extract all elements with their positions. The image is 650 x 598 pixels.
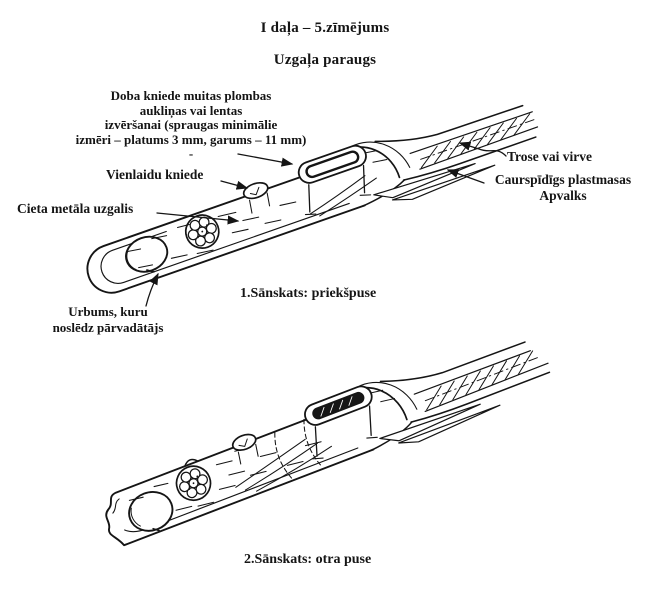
tube-cut-inner-wave [112,498,120,514]
label-drill-hole: Urbums, kuru noslēdz pārvadātājs [52,304,164,335]
plastic-sheath-dome-inner [351,141,411,168]
solid-rivet-shaft [249,192,271,214]
solid-rivet-mark [249,186,260,196]
label-metal-tip: Cieta metāla uzgalis [17,201,134,216]
leader-rope [458,141,507,157]
caption-view1: 1.Sānskats: priekšpuse [240,286,377,301]
leader-hollow-rivet [237,153,294,167]
tube-surface-texture [126,201,297,269]
hollow-rivet-slot-opening [305,150,360,179]
transverse-band-arcs [274,418,323,480]
rope-swirl-lines [235,438,332,492]
tube-inner-wall [100,202,350,284]
solid-rivet-mark [238,438,248,447]
slot-seal-hatch [320,396,353,417]
frayed-strand-wedges [373,162,496,201]
label-hollow-rivet: Doba kniede muitas plombas aukliņas vai … [75,88,307,162]
view2-drawing [105,341,551,547]
sheath-top-line [379,341,526,383]
page-subtitle: Uzgaļa paraugs [273,52,377,68]
wire-strands [179,468,209,499]
wire-strands [187,216,217,247]
rope-axis-dashdot [424,356,540,402]
frayed-strand-wedges [379,403,501,444]
leader-solid-rivet [220,180,249,190]
sheath-top-line [374,104,524,143]
page-title: I daļa – 5.zīmējums [260,20,390,36]
leader-plastic-sheath [446,169,485,184]
tube-surface-texture [128,441,322,511]
label-solid-rivet: Vienlaidu kniede [106,167,204,182]
sheath-bottom-line [410,371,551,423]
rope-top-line [409,111,533,155]
rope-bottom-line [424,362,549,413]
sheath-bottom-line [402,136,537,181]
label-plastic-sheath: Caurspīdīgs plastmasas Apvalks [494,172,632,203]
drill-hole-tick [152,527,160,532]
leader-lines [145,141,507,307]
rope-bottom-line [419,126,539,170]
drill-hole [128,491,174,532]
plastic-sheath-dome-inner [356,381,418,410]
tube-edge-bump [184,458,199,467]
rope-curve-hatching [309,175,377,217]
rope-twist-hatching [426,350,534,411]
drill-hole-plug-tick [146,269,155,273]
solid-rivet [242,181,269,200]
view1-drawing [86,104,539,294]
drill-hole [125,235,169,273]
solid-rivet [231,433,257,451]
leader-drill-hole [145,272,159,307]
drill-hole-depth-arc [130,507,141,527]
rope-axis-dashdot [420,117,539,160]
slot-rivet-legs [308,164,366,213]
slot-rivet-legs [314,405,372,457]
solid-rivet-shaft [237,443,259,465]
caption-view2: 2.Sānskats: otra puse [244,552,372,567]
rope-top-line [413,350,531,395]
leader-metal-tip [156,212,240,225]
slot-rivet-feet [304,194,372,216]
drill-hole-depth-arc [126,250,137,271]
slot-rivet-feet [312,436,378,460]
label-rope: Trose vai virve [507,149,592,164]
